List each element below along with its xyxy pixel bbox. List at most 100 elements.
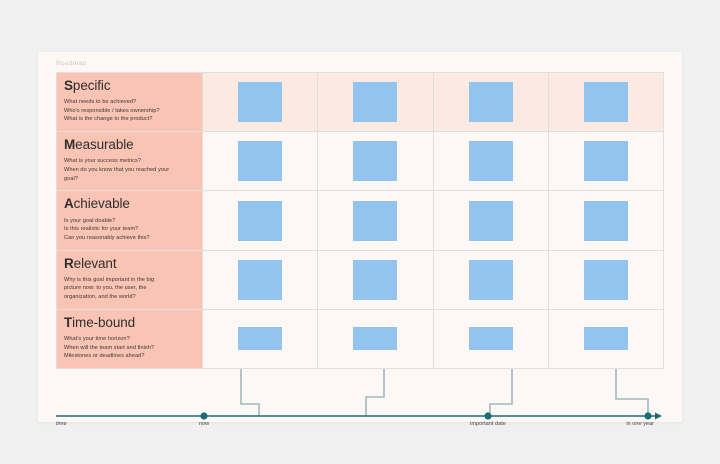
table-row: Achievable Is your goal doable? Is this … — [57, 191, 663, 251]
sticky-note[interactable] — [583, 82, 628, 123]
sticky-note[interactable] — [238, 141, 283, 182]
smart-goal-grid: Specific What needs to be achieved? Who'… — [56, 72, 664, 369]
grid-cell[interactable] — [202, 309, 318, 369]
question-line: What's your time horizon? — [64, 335, 130, 342]
grid-cell[interactable] — [432, 191, 548, 250]
sticky-note[interactable] — [468, 259, 513, 300]
sticky-note[interactable] — [583, 141, 628, 182]
row-cells — [202, 132, 663, 191]
roadmap-board: Roadmap Specific What needs to be achiev… — [38, 52, 682, 427]
timeline: time now important date in one year — [56, 369, 664, 427]
grid-cell[interactable] — [202, 73, 318, 132]
table-row: Measurable What is your success metrics?… — [57, 132, 663, 192]
question-line: picture now: to you, the user, the — [64, 285, 147, 292]
sticky-note[interactable] — [353, 141, 398, 182]
question-line: When do you know that you reached your — [64, 167, 170, 174]
sticky-note[interactable] — [353, 259, 398, 300]
grid-cell[interactable] — [547, 250, 663, 309]
row-title-rest: chievable — [73, 196, 130, 212]
sticky-note[interactable] — [468, 200, 513, 241]
table-row: Time-bound What's your time horizon? Whe… — [57, 309, 663, 369]
row-header-time-bound[interactable]: Time-bound What's your time horizon? Whe… — [57, 309, 202, 369]
grid-cell[interactable] — [317, 250, 433, 309]
grid-cell[interactable] — [432, 309, 548, 369]
sticky-note[interactable] — [353, 82, 398, 123]
row-cells — [202, 250, 663, 309]
grid-cell[interactable] — [432, 250, 548, 309]
sticky-note[interactable] — [238, 200, 283, 241]
sticky-note[interactable] — [583, 259, 628, 300]
sticky-note[interactable] — [238, 259, 283, 300]
sticky-note[interactable] — [353, 200, 398, 241]
table-row: Relevant Why is this goal important in t… — [57, 250, 663, 310]
sticky-note[interactable] — [468, 327, 513, 351]
grid-cell[interactable] — [547, 73, 663, 132]
row-title-rest: elevant — [73, 255, 117, 271]
row-header-achievable[interactable]: Achievable Is your goal doable? Is this … — [57, 191, 202, 250]
question-line: goal? — [64, 175, 78, 182]
grid-cell[interactable] — [547, 132, 663, 191]
question-line: Can you reasonably achieve this? — [64, 234, 150, 241]
row-cells — [202, 309, 663, 369]
question-line: Is this realistic for your team? — [64, 226, 139, 233]
question-line: Why is this goal important in the big — [64, 276, 155, 283]
grid-cell[interactable] — [317, 132, 433, 191]
connector-line-1 — [240, 369, 260, 416]
row-title-lead: T — [64, 314, 73, 330]
timeline-dot-now[interactable] — [200, 412, 208, 420]
grid-cell[interactable] — [202, 132, 318, 191]
sticky-note[interactable] — [468, 82, 513, 123]
grid-cell[interactable] — [202, 191, 318, 250]
grid-cell[interactable] — [547, 309, 663, 369]
row-header-measurable[interactable]: Measurable What is your success metrics?… — [57, 132, 202, 191]
table-row: Specific What needs to be achieved? Who'… — [57, 73, 663, 133]
timeline-label-in-one-year: in one year — [626, 421, 654, 427]
sticky-note[interactable] — [583, 327, 628, 351]
row-title: Measurable — [64, 138, 195, 152]
row-title: Specific — [64, 78, 195, 93]
timeline-dot-in-one-year[interactable] — [644, 412, 652, 420]
row-title-rest: ime-bound — [72, 314, 136, 330]
row-questions: What is your success metrics? When do yo… — [64, 157, 195, 183]
grid-cell[interactable] — [432, 132, 548, 191]
connector-line-2 — [365, 369, 385, 416]
row-header-relevant[interactable]: Relevant Why is this goal important in t… — [57, 250, 202, 309]
sticky-note[interactable] — [238, 82, 283, 123]
grid-cell[interactable] — [317, 73, 433, 132]
grid-cell[interactable] — [202, 250, 318, 309]
row-cells — [202, 191, 663, 250]
row-questions: What needs to be achieved? Who's respons… — [64, 98, 195, 124]
timeline-axis-label: time — [56, 421, 67, 427]
timeline-dot-important-date[interactable] — [484, 412, 492, 420]
sticky-note[interactable] — [238, 327, 283, 351]
row-cells — [202, 73, 663, 132]
sticky-note[interactable] — [353, 327, 398, 351]
timeline-arrow-icon — [655, 412, 662, 420]
row-title-lead: R — [64, 255, 74, 271]
grid-cell[interactable] — [317, 309, 433, 369]
row-questions: Why is this goal important in the big pi… — [64, 276, 195, 302]
connector-line-4 — [615, 369, 649, 416]
grid-cell[interactable] — [547, 191, 663, 250]
question-line: Is your goal doable? — [64, 217, 116, 224]
row-title-lead: M — [64, 137, 76, 153]
question-line: What is your success metrics? — [64, 158, 141, 165]
grid-cell[interactable] — [432, 73, 548, 132]
timeline-svg — [56, 369, 662, 420]
row-title: Time-bound — [64, 314, 195, 330]
row-title-rest: pecific — [72, 78, 111, 93]
sticky-note[interactable] — [583, 200, 628, 241]
row-title-lead: S — [64, 78, 73, 93]
question-line: organization, and the world? — [64, 294, 136, 301]
row-title-lead: A — [64, 196, 74, 212]
row-header-specific[interactable]: Specific What needs to be achieved? Who'… — [57, 73, 202, 132]
timeline-label-important-date: important date — [470, 421, 506, 427]
row-title-rest: easurable — [75, 137, 134, 153]
connector-group — [240, 369, 649, 416]
question-line: Milestones or deadlines ahead? — [64, 353, 145, 360]
row-title: Relevant — [64, 255, 195, 271]
question-line: What needs to be achieved? — [64, 99, 137, 106]
grid-cell[interactable] — [317, 191, 433, 250]
sticky-note[interactable] — [468, 141, 513, 182]
